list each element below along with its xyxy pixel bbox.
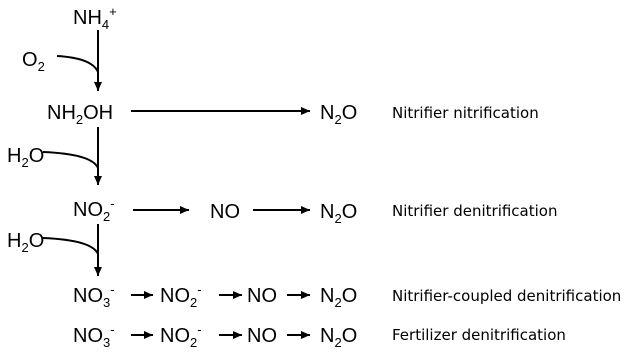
nitrate-formula-1: NO3-	[73, 282, 115, 310]
water-input-curve-1	[42, 151, 99, 169]
n2o-formula-2: N2O	[320, 201, 357, 226]
pathway-label-nitrifier-coupled-denitrification: Nitrifier-coupled denitrification	[392, 287, 621, 305]
n2o-formula-3: N2O	[320, 285, 357, 310]
no-formula-1: NO	[210, 201, 240, 223]
nitrite-formula-3: NO2-	[160, 322, 202, 350]
nitrite-formula: NO2-	[73, 196, 115, 224]
oxygen-formula: O2	[22, 49, 45, 74]
ammonium-formula: NH4+	[73, 4, 117, 32]
pathway-label-nitrifier-nitrification: Nitrifier nitrification	[392, 104, 539, 122]
no-formula-2: NO	[247, 285, 277, 307]
water-formula-2: H2O	[7, 230, 44, 255]
pathway-label-nitrifier-denitrification: Nitrifier denitrification	[392, 202, 557, 220]
water-input-curve-2	[42, 237, 99, 255]
n2o-formula-4: N2O	[320, 325, 357, 350]
no-formula-3: NO	[247, 325, 277, 347]
water-formula-1: H2O	[7, 145, 44, 170]
n2o-formula-1: N2O	[320, 102, 357, 127]
nitrite-formula-2: NO2-	[160, 282, 202, 310]
oxygen-input-curve	[56, 55, 99, 73]
hydroxylamine-formula: NH2OH	[47, 102, 113, 127]
pathway-label-fertilizer-denitrification: Fertilizer denitrification	[392, 326, 566, 344]
nitrate-formula-2: NO3-	[73, 322, 115, 350]
